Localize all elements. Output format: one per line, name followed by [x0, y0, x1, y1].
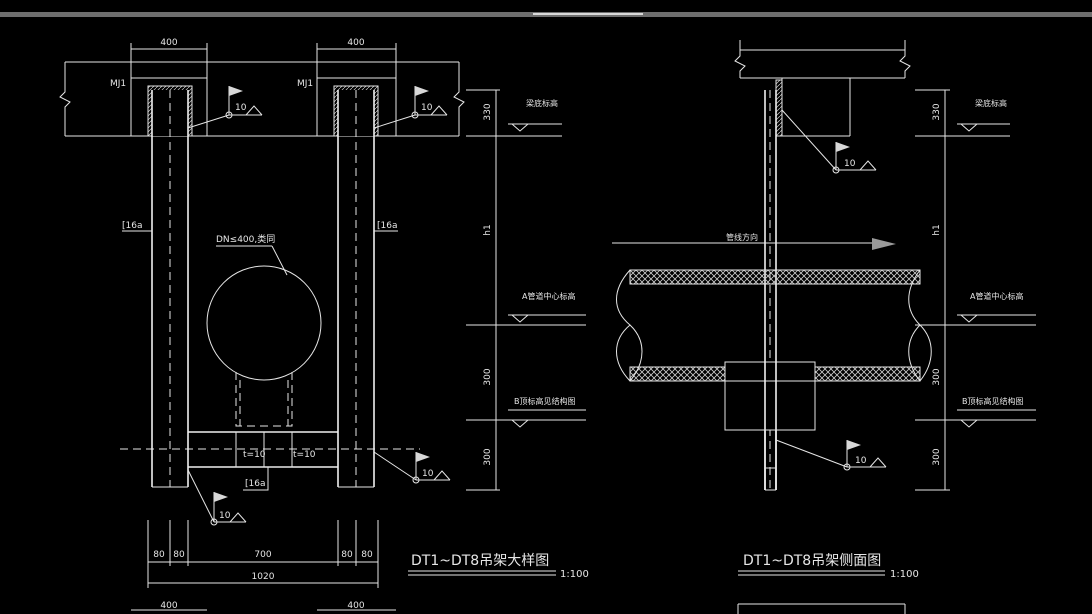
pipe-section [206, 265, 322, 381]
elev-right-h1: h1 [932, 224, 942, 235]
right-view: 管线方向 10 10 [612, 40, 932, 614]
left-view: 400 400 MJ1 MJ1 [59, 38, 589, 611]
elev-left-b-top: B顶标高见结构图 [514, 396, 576, 406]
elev-right-beam-bottom: 梁底标高 [975, 98, 1007, 108]
dim-bottom-3: 700 [254, 550, 271, 560]
side-weld-symbol-2: 10 [775, 439, 887, 471]
pipe-wall-top [629, 269, 921, 285]
right-view-scale: 1:100 [890, 569, 919, 580]
elev-right-330: 330 [932, 103, 942, 120]
flow-arrow [872, 238, 896, 250]
dim-bottom-2: 80 [173, 550, 185, 560]
dim-bottom-5: 80 [361, 550, 373, 560]
elev-left-h1: h1 [483, 224, 493, 235]
elev-left-300a: 300 [483, 368, 493, 385]
channel-right [337, 90, 375, 488]
mj1-label-right: MJ1 [297, 79, 313, 89]
elev-right-pipe-center: A管道中心标高 [970, 291, 1023, 301]
left-view-title: DT1~DT8吊架大样图 [411, 553, 549, 569]
elevation-column-left: 330 h1 300 300 梁底标高 A管道中心标高 B顶标高见结构图 [466, 89, 586, 491]
weld-size-2: 10 [421, 103, 433, 113]
plate-label-left: t=10 [243, 450, 266, 460]
side-weld-size-2: 10 [855, 456, 867, 466]
dim-bottom-1: 80 [153, 550, 165, 560]
bottom-dimensions: 80 80 700 80 80 1020 [147, 520, 379, 588]
pipe-label: DN≤400,类同 [216, 233, 275, 245]
concrete-beam [59, 61, 465, 137]
channel-label-left: [16a [122, 221, 142, 231]
elev-right-300b: 300 [932, 448, 942, 465]
side-weld-size-1: 10 [844, 159, 856, 169]
pipe-saddle [235, 372, 293, 427]
side-weld-symbol-1: 10 [781, 109, 877, 174]
weld-symbol-4: 10 [187, 469, 247, 526]
top-dimensions: 400 400 [130, 38, 397, 78]
channel-label-right: [16a [377, 221, 397, 231]
plate-label-right: t=10 [293, 450, 316, 460]
viewer-tab-highlight [533, 13, 643, 15]
side-embedded-plate [775, 79, 783, 137]
weld-symbol-3: 10 [373, 451, 451, 484]
dim-bottom-4: 80 [341, 550, 353, 560]
dim-next-right: 400 [347, 601, 364, 611]
weld-size-1: 10 [235, 103, 247, 113]
elev-right-300a: 300 [932, 368, 942, 385]
dim-total: 1020 [252, 572, 275, 582]
weld-symbol-1: 10 [187, 86, 263, 129]
weld-size-3: 10 [422, 469, 434, 479]
elev-left-beam-bottom: 梁底标高 [526, 98, 558, 108]
channel-left [151, 90, 189, 488]
flow-label: 管线方向 [726, 232, 758, 242]
dim-next-left: 400 [160, 601, 177, 611]
pipe-break-left [616, 269, 631, 382]
channel-label-bottom: [16a [245, 479, 265, 489]
weld-symbol-2: 10 [373, 86, 448, 129]
dim-top-right: 400 [347, 38, 364, 48]
right-view-title: DT1~DT8吊架侧面图 [743, 553, 881, 569]
weld-size-4: 10 [219, 511, 231, 521]
elev-left-pipe-center: A管道中心标高 [522, 291, 575, 301]
cross-beam [120, 431, 420, 468]
elev-left-300b: 300 [483, 448, 493, 465]
elev-right-b-top: B顶标高见结构图 [962, 396, 1024, 406]
mj1-label-left: MJ1 [110, 79, 126, 89]
elev-left-330: 330 [483, 103, 493, 120]
elevation-column-right: 330 h1 300 300 梁底标高 A管道中心标高 B顶标高见结构图 [915, 89, 1036, 491]
left-view-scale: 1:100 [560, 569, 589, 580]
side-saddle [724, 361, 816, 431]
dim-top-left: 400 [160, 38, 177, 48]
